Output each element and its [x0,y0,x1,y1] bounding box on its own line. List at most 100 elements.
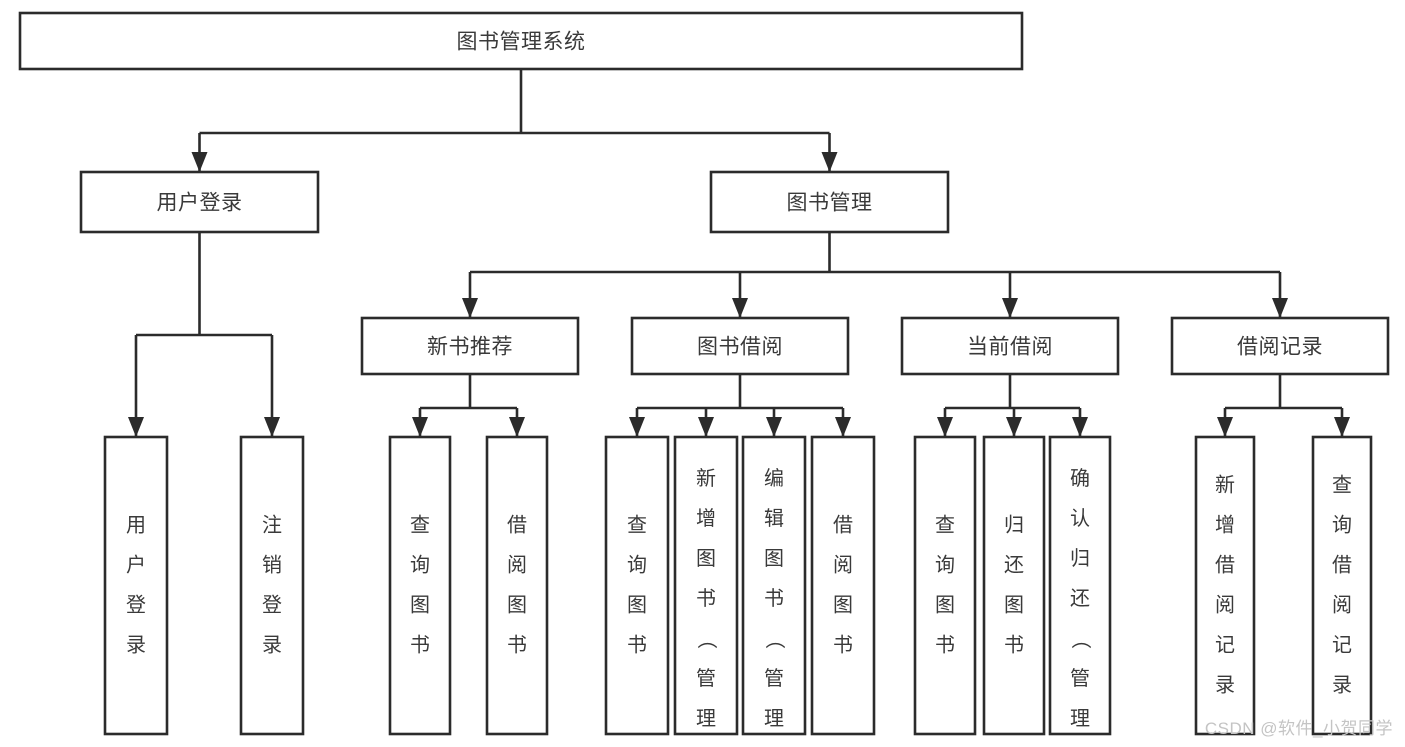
node-leaf[interactable] [810,435,876,736]
node-leaf[interactable] [388,435,452,736]
node-label-char: 登 [126,594,146,617]
node-label: 当前借阅 [967,336,1053,359]
node-leaf[interactable] [1048,435,1112,736]
node-leaf[interactable] [741,435,807,736]
node-label-char: 查 [935,514,955,537]
node-label-char: 图 [764,548,784,570]
node-leaf[interactable] [913,435,977,736]
node-level3[interactable] [900,316,1120,376]
node-label-char: 书 [764,587,784,610]
node-label-char: 询 [627,554,647,577]
node-label: 用户登录 [126,515,146,657]
node-label-char: 书 [1004,634,1024,657]
node-level3[interactable] [630,316,850,376]
node-label-char: 书 [696,587,716,610]
node-label-char: （ [1069,629,1092,649]
node-leaf[interactable] [103,435,169,736]
arrow-head-icon [937,417,953,437]
node-label-char: 录 [262,635,282,657]
node-label-char: 借 [1215,554,1235,577]
arrow-head-icon [1217,417,1233,437]
node-label-char: 图 [507,595,527,617]
arrow-head-icon [1002,298,1018,318]
node-leaf[interactable] [485,435,549,736]
arrow-head-icon [412,417,428,437]
node-root[interactable] [18,11,1024,71]
arrow-head-icon [732,298,748,318]
node-label-char: 理 [1070,708,1090,730]
node-label-char: 录 [126,635,146,657]
node-label-char: 辑 [764,507,784,530]
arrow-head-icon [1072,417,1088,437]
node-label-char: 记 [1215,634,1235,657]
node-label-char: 新 [1215,474,1235,497]
node-label-char: 理 [696,708,716,730]
node-label-char: 借 [507,514,527,537]
arrow-head-icon [264,417,280,437]
node-leaf[interactable] [673,435,739,736]
node-label-char: 认 [1070,507,1090,530]
node-label-char: 管 [1070,667,1090,690]
node-leaf[interactable] [239,435,305,736]
node-label-char: 图 [627,595,647,617]
node-label-char: 增 [696,507,716,530]
node-label-char: 理 [764,708,784,730]
arrow-head-icon [835,417,851,437]
connector-layer [128,69,1350,437]
node-label-char: 询 [410,554,430,577]
node-label-char: 图 [696,548,716,570]
node-label-char: 用 [126,515,146,537]
node-leaf[interactable] [604,435,670,736]
watermark-label: CSDN @软件_小贺同学 [1204,719,1393,738]
node-label-char: 记 [1332,634,1352,657]
node-label-char: 销 [262,554,282,577]
node-layer: 图书管理系统用户登录用户登录注销登录图书管理新书推荐查询图书借阅图书图书借阅查询… [18,11,1390,736]
node-level2[interactable] [709,170,950,234]
node-level2[interactable] [79,170,320,234]
node-label-char: 编 [764,467,784,490]
node-label-char: 增 [1215,514,1235,537]
arrow-head-icon [766,417,782,437]
node-leaf[interactable] [982,435,1046,736]
arrow-head-icon [509,417,525,437]
node-label-char: 图 [410,595,430,617]
node-label: 新书推荐 [427,336,513,359]
node-label-char: 书 [410,634,430,657]
node-label-char: 登 [262,594,282,617]
arrow-head-icon [629,417,645,437]
node-level3[interactable] [1170,316,1390,376]
arrow-head-icon [191,152,208,172]
arrow-head-icon [462,298,478,318]
arrow-head-icon [1006,417,1022,437]
node-level3[interactable] [360,316,580,376]
node-label-char: 询 [935,554,955,577]
node-label-char: 归 [1004,514,1024,537]
node-label-char: 书 [935,634,955,657]
node-label-char: 书 [627,634,647,657]
node-label-char: 阅 [833,554,853,577]
node-label-char: 图 [1004,595,1024,617]
node-label: 用户登录 [157,192,243,215]
node-label-char: 户 [126,554,146,577]
node-label-char: 询 [1332,514,1352,537]
node-leaf[interactable] [1194,435,1256,736]
node-label: 图书管理 [787,192,873,215]
node-label-char: 阅 [1332,594,1352,617]
node-label-char: 新 [696,467,716,490]
node-label-char: 管 [696,667,716,690]
node-label-char: 确 [1070,467,1090,490]
node-label: 图书借阅 [697,336,783,359]
arrow-head-icon [821,152,838,172]
node-leaf[interactable] [1311,435,1373,736]
node-label-char: 还 [1070,587,1090,610]
node-label-char: 查 [410,514,430,537]
